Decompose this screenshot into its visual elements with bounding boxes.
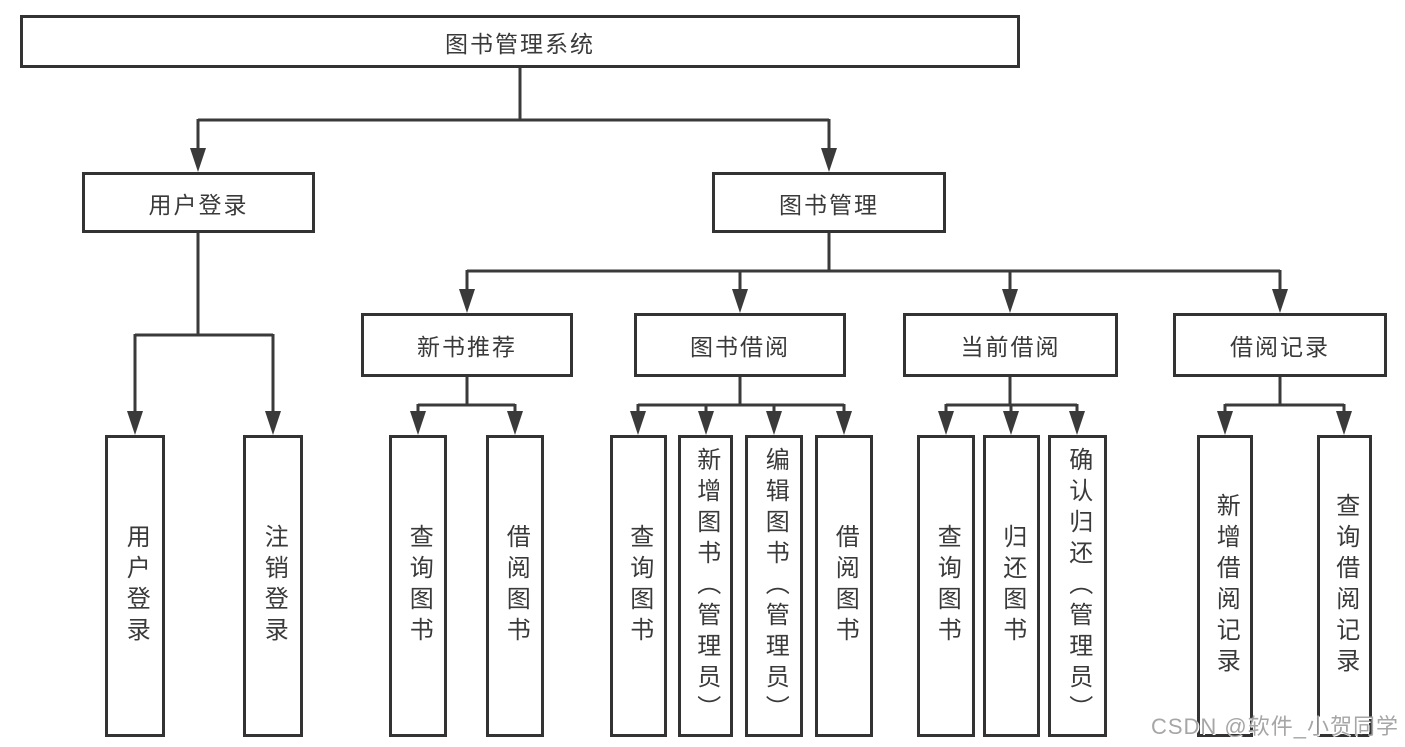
leaf-borrow-books-1-label: 借阅图书 xyxy=(502,524,530,648)
node-borrow-records: 借阅记录 xyxy=(1173,313,1387,377)
node-book-borrow-label: 图书借阅 xyxy=(690,334,790,360)
leaf-borrow-books-2-label: 借阅图书 xyxy=(831,524,859,648)
node-current-borrow-label: 当前借阅 xyxy=(960,334,1061,360)
leaf-borrow-books-1: 借阅图书 xyxy=(486,435,544,737)
leaf-confirm-return-admin-label: 确认归还（管理员） xyxy=(1064,446,1092,726)
leaf-borrow-books-2: 借阅图书 xyxy=(815,435,873,737)
node-user-login-label: 用户登录 xyxy=(148,191,249,218)
leaf-confirm-return-admin: 确认归还（管理员） xyxy=(1048,435,1107,737)
leaf-add-book-admin: 新增图书（管理员） xyxy=(678,435,733,737)
leaf-query-borrow-record-label: 查询借阅记录 xyxy=(1331,493,1359,679)
leaf-query-books-2: 查询图书 xyxy=(610,435,667,737)
node-book-borrow: 图书借阅 xyxy=(634,313,846,377)
leaf-user-login-label: 用户登录 xyxy=(122,524,150,648)
leaf-query-books-1-label: 查询图书 xyxy=(405,524,433,648)
leaf-logout: 注销登录 xyxy=(243,435,303,737)
leaf-query-books-1: 查询图书 xyxy=(389,435,447,737)
leaf-edit-book-admin-label: 编辑图书（管理员） xyxy=(761,446,789,726)
leaf-add-borrow-record-label: 新增借阅记录 xyxy=(1212,493,1240,679)
node-root-label: 图书管理系统 xyxy=(445,30,595,57)
leaf-edit-book-admin: 编辑图书（管理员） xyxy=(745,435,803,737)
leaf-add-borrow-record: 新增借阅记录 xyxy=(1197,435,1253,737)
node-root: 图书管理系统 xyxy=(20,15,1020,68)
leaf-add-book-admin-label: 新增图书（管理员） xyxy=(692,446,720,726)
node-book-management-label: 图书管理 xyxy=(779,191,879,218)
node-user-login: 用户登录 xyxy=(82,172,315,233)
leaf-user-login: 用户登录 xyxy=(105,435,165,737)
node-current-borrow: 当前借阅 xyxy=(903,313,1118,377)
leaf-query-borrow-record: 查询借阅记录 xyxy=(1317,435,1372,737)
leaf-query-books-3-label: 查询图书 xyxy=(933,524,961,648)
watermark: CSDN @软件_小贺同学 xyxy=(1150,714,1399,739)
node-book-management: 图书管理 xyxy=(712,172,946,233)
node-borrow-records-label: 借阅记录 xyxy=(1230,334,1330,360)
node-new-book-recommend-label: 新书推荐 xyxy=(417,334,517,360)
leaf-query-books-2-label: 查询图书 xyxy=(625,524,653,648)
node-new-book-recommend: 新书推荐 xyxy=(361,313,573,377)
leaf-logout-label: 注销登录 xyxy=(260,524,288,648)
leaf-return-books-label: 归还图书 xyxy=(998,524,1026,648)
leaf-return-books: 归还图书 xyxy=(983,435,1040,737)
leaf-query-books-3: 查询图书 xyxy=(917,435,975,737)
